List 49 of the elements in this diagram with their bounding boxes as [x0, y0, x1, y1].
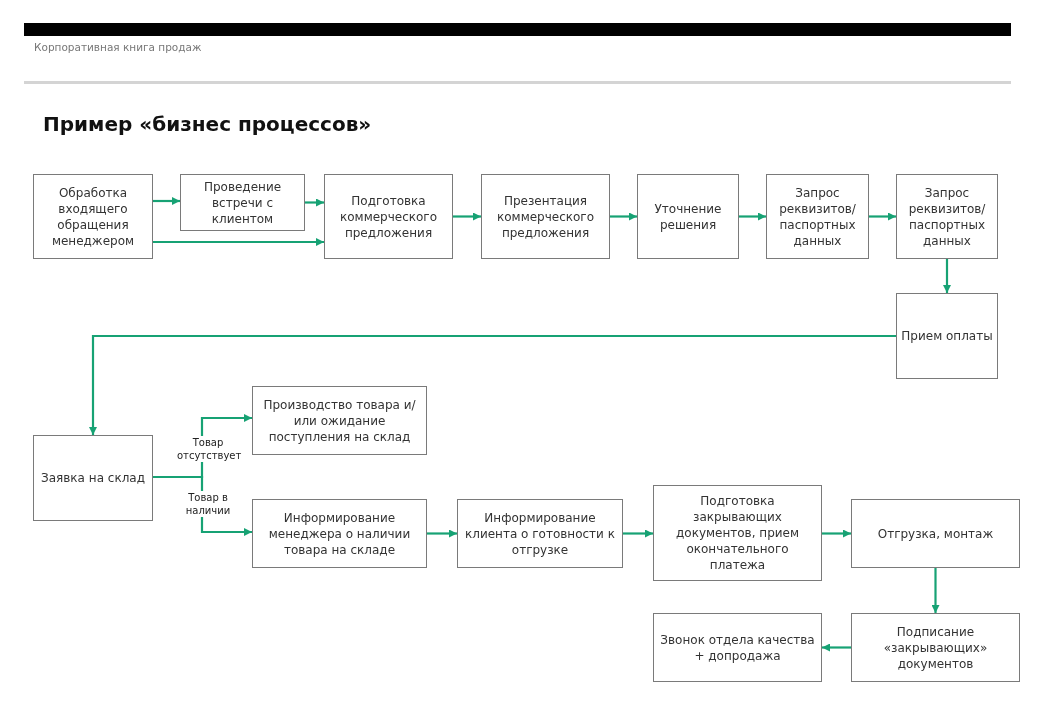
edge-label: Товар отсутствует — [175, 436, 241, 462]
box-text: Отгрузка, монтаж — [877, 525, 994, 542]
box-text: Информирование менеджера о наличии товара на складе — [267, 509, 412, 558]
box-text: Заявка на склад — [41, 470, 145, 486]
process-box — [851, 499, 1020, 568]
arrow — [931, 568, 940, 613]
box-text: Звонок отдела качества + допродажа — [659, 631, 816, 664]
arrow — [822, 643, 851, 652]
box-text: Запрос реквизитов/ паспортных данных — [778, 184, 857, 249]
process-box — [851, 613, 1020, 682]
header-caption: Корпоративная книга продаж — [34, 41, 202, 53]
box-text: Подготовка закрывающих документов, прием окончательного платежа — [675, 493, 800, 573]
box-text: Проведение встречи с клиентом — [202, 178, 283, 227]
arrow — [739, 212, 766, 221]
arrow — [153, 238, 324, 246]
process-box — [252, 386, 427, 455]
arrow — [610, 212, 637, 221]
process-box — [637, 174, 739, 259]
arrow — [869, 212, 896, 221]
arrow — [427, 529, 457, 538]
box-text: Уточнение решения — [653, 200, 723, 233]
arrow — [943, 259, 951, 293]
process-box — [896, 174, 998, 259]
arrow — [89, 334, 896, 435]
process-box — [180, 174, 305, 231]
process-box — [324, 174, 453, 259]
box-text: Подписание «закрывающих» документов — [882, 623, 989, 672]
process-box — [457, 499, 623, 568]
process-box — [896, 293, 998, 379]
process-box — [653, 613, 822, 682]
box-text: Производство товара и/или ожидание поступления на склад — [262, 396, 417, 445]
arrow — [822, 529, 851, 538]
diagram-title: Пример «бизнес процессов» — [43, 112, 372, 136]
process-box — [653, 485, 822, 581]
process-box — [33, 435, 153, 521]
process-box — [33, 174, 153, 259]
arrow — [305, 198, 324, 207]
box-text: Информирование клиента о готовности к отгрузке — [464, 509, 616, 558]
arrow — [453, 212, 481, 221]
process-box — [766, 174, 869, 259]
box-text: Подготовка коммерческого предложения — [339, 192, 438, 241]
box-text: Запрос реквизитов/ паспортных данных — [907, 184, 987, 249]
box-text: Презентация коммерческого предложения — [496, 192, 595, 241]
arrow — [623, 529, 653, 538]
process-box — [481, 174, 610, 259]
process-box — [252, 499, 427, 568]
box-text: Прием оплаты — [901, 328, 993, 344]
box-text: Обработка входящего обращения менеджером — [50, 184, 136, 249]
arrow — [153, 197, 180, 205]
